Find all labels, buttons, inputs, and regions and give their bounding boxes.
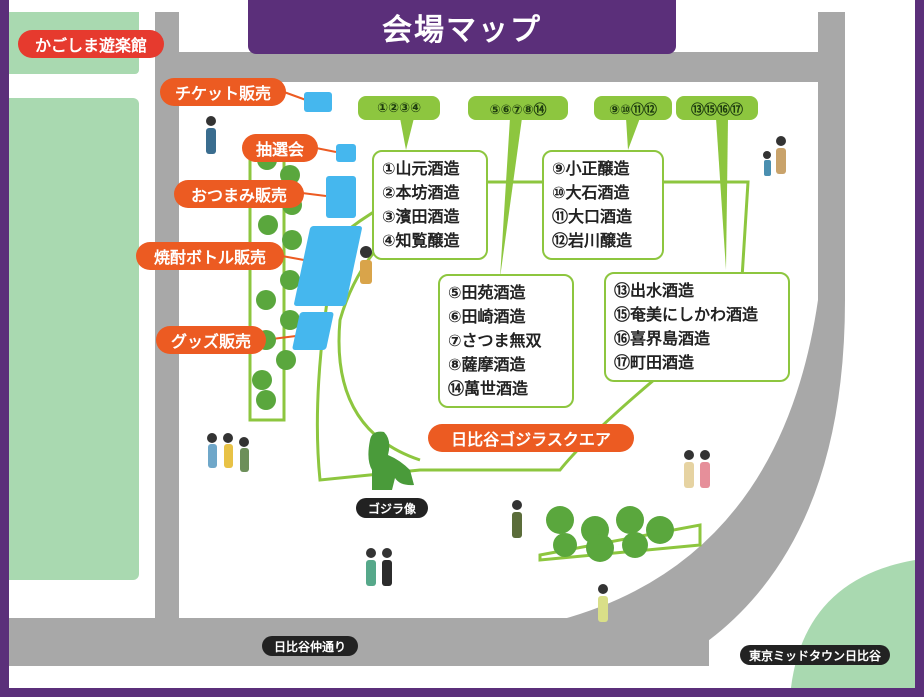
list-item: ⑪大口酒造	[552, 207, 633, 226]
pointer-2	[500, 118, 522, 278]
tag-group-1: ①②③④	[358, 96, 440, 120]
label-goods: グッズ販売	[156, 326, 266, 354]
list-item: ⑩大石酒造	[552, 183, 630, 202]
top-road	[155, 52, 845, 82]
venue-label: かごしま遊楽館	[18, 30, 164, 58]
list-item: ②本坊酒造	[382, 183, 460, 202]
left-road	[155, 12, 179, 630]
list-item: ③濱田酒造	[382, 207, 460, 226]
midtown-label: 東京ミッドタウン日比谷	[740, 645, 890, 665]
tag-group-2: ⑤⑥⑦⑧⑭	[468, 96, 568, 120]
list-item: ⑥田崎酒造	[448, 307, 526, 326]
people-figures	[206, 116, 786, 622]
brewery-list-1: ①山元酒造 ②本坊酒造 ③濱田酒造 ④知覧醸造	[372, 150, 488, 260]
pointer-4	[716, 118, 728, 270]
list-item: ⑨小正醸造	[552, 159, 630, 178]
booth-snacks	[326, 176, 356, 218]
label-snacks: おつまみ販売	[174, 180, 304, 208]
list-item: ⑭萬世酒造	[448, 379, 529, 398]
list-item: ⑯喜界島酒造	[614, 329, 711, 348]
street-label: 日比谷仲通り	[262, 636, 358, 656]
list-item: ⑦さつま無双	[448, 331, 542, 350]
brewery-list-2: ⑤田苑酒造 ⑥田崎酒造 ⑦さつま無双 ⑧薩摩酒造 ⑭萬世酒造	[438, 274, 574, 408]
left-green-block	[9, 98, 139, 580]
right-curved-road	[560, 12, 845, 666]
list-item: ⑧薩摩酒造	[448, 355, 526, 374]
list-item: ⑬出水酒造	[614, 281, 695, 300]
tree-group-park	[546, 506, 674, 562]
label-shochu-bottle: 焼酎ボトル販売	[136, 242, 284, 270]
label-ticket: チケット販売	[160, 78, 286, 106]
list-item: ⑤田苑酒造	[448, 283, 526, 302]
list-item: ⑮奄美にしかわ酒造	[614, 305, 759, 324]
brewery-list-3: ⑨小正醸造 ⑩大石酒造 ⑪大口酒造 ⑫岩川醸造	[542, 150, 664, 260]
list-item: ④知覧醸造	[382, 231, 460, 250]
pointer-3	[626, 118, 640, 150]
square-label: 日比谷ゴジラスクエア	[428, 424, 634, 452]
tag-group-4: ⑬⑮⑯⑰	[676, 96, 758, 120]
tag-group-3: ⑨⑩⑪⑫	[594, 96, 672, 120]
pointer-1	[400, 118, 414, 150]
list-item: ⑫岩川醸造	[552, 231, 633, 250]
list-item: ①山元酒造	[382, 159, 460, 178]
page-title: 会場マップ	[248, 0, 676, 54]
godzilla-statue-icon	[368, 431, 414, 490]
label-lottery: 抽選会	[242, 134, 318, 162]
statue-label: ゴジラ像	[356, 498, 428, 518]
booth-ticket	[304, 92, 332, 112]
list-item: ⑰町田酒造	[614, 353, 695, 372]
brewery-list-4: ⑬出水酒造 ⑮奄美にしかわ酒造 ⑯喜界島酒造 ⑰町田酒造	[604, 272, 790, 382]
booth-lottery	[336, 144, 356, 162]
